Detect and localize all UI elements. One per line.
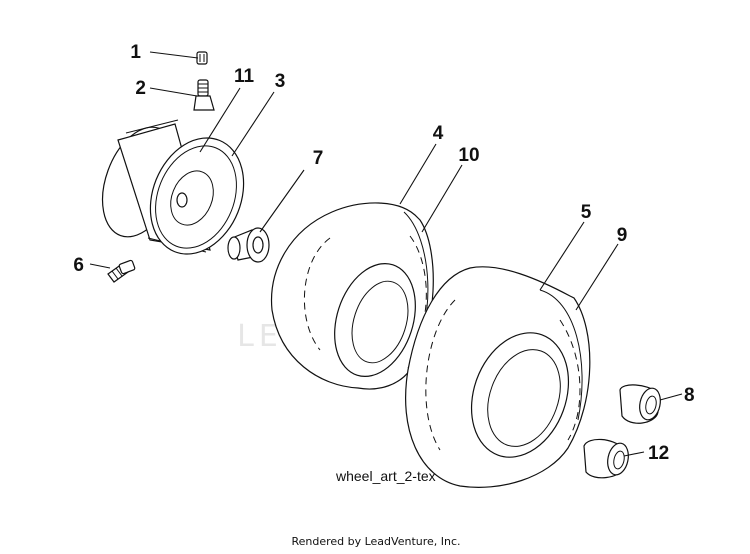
callout-1: 1 <box>130 42 141 63</box>
leader-lines <box>89 51 683 457</box>
callout-5: 5 <box>581 202 592 223</box>
callout-9: 9 <box>617 225 628 246</box>
bushing-part-8 <box>619 384 661 424</box>
rim-part <box>101 119 245 255</box>
flange-bushing-part <box>227 227 270 263</box>
callout-2: 2 <box>135 78 146 99</box>
callout-12: 12 <box>648 443 669 464</box>
valve-cap-part <box>196 51 208 65</box>
callout-7: 7 <box>313 148 324 169</box>
art-id-caption: wheel_art_2-tex <box>335 468 436 484</box>
callout-11: 11 <box>234 66 255 87</box>
leader-9 <box>575 243 619 311</box>
front-tire-part <box>270 202 434 390</box>
leader-11 <box>199 87 241 153</box>
leader-4 <box>399 143 437 205</box>
callout-8: 8 <box>684 385 695 406</box>
leader-6 <box>89 263 111 269</box>
leader-3 <box>231 91 275 157</box>
bushing-part-12 <box>583 438 629 479</box>
leader-8 <box>659 393 683 401</box>
valve-stem-part <box>193 79 215 111</box>
rear-tire-part <box>405 266 591 488</box>
callout-10: 10 <box>458 145 479 166</box>
leader-1 <box>149 51 199 59</box>
callout-4: 4 <box>433 123 444 144</box>
callout-3: 3 <box>275 71 286 92</box>
callout-6: 6 <box>73 255 84 276</box>
callouts: 1 2 3 4 5 6 7 8 9 10 11 12 <box>73 42 694 464</box>
leader-10 <box>421 164 463 233</box>
bolt-part <box>107 259 136 283</box>
footer-credit: Rendered by LeadVenture, Inc. <box>291 535 460 548</box>
leader-2 <box>149 87 198 97</box>
leader-7 <box>259 169 305 233</box>
leader-5 <box>539 221 585 291</box>
leader-12 <box>623 451 645 457</box>
